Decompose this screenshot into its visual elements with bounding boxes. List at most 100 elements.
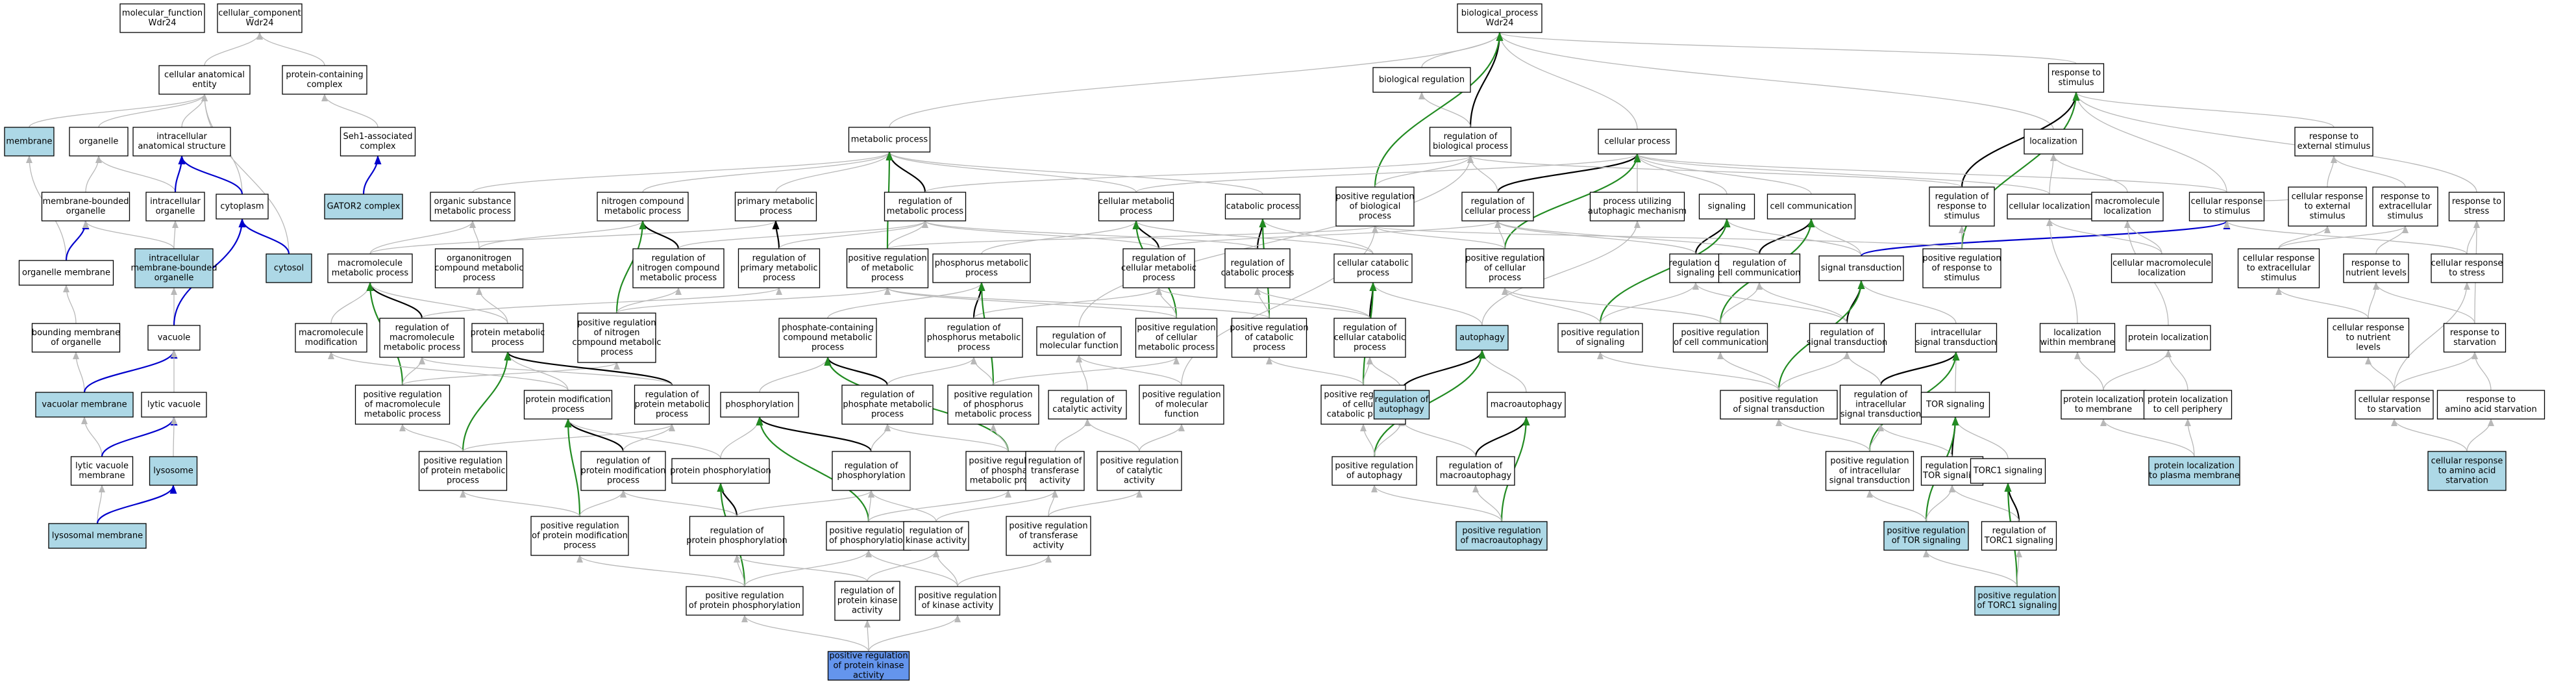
term-node-lysosome[interactable]: lysosome [149, 456, 198, 486]
term-node-catab[interactable]: catabolic process [1224, 194, 1301, 220]
term-node-gator2[interactable]: GATOR2 complex [324, 194, 403, 220]
term-node-vacmem[interactable]: vacuolar membrane [35, 392, 134, 418]
term-node-macroautophagy[interactable]: macroautophagy [1487, 392, 1566, 418]
term-node-breg[interactable]: biological regulation [1372, 67, 1471, 93]
term-node-orgmem[interactable]: organelle membrane [18, 260, 114, 286]
term-node-cellcomm[interactable]: cell communication [1766, 194, 1856, 220]
term-node-organelle[interactable]: organelle [69, 127, 129, 157]
term-node-signaling[interactable]: signaling [1698, 194, 1755, 220]
term-node-lysmem[interactable]: lysosomal membrane [48, 523, 147, 549]
term-node-protphos[interactable]: protein phosphorylation [670, 458, 771, 484]
term-node-cellloc[interactable]: cellular localization [2007, 194, 2092, 220]
term-node-phosphorylation[interactable]: phosphorylation [720, 392, 799, 418]
term-node-cytoplasm[interactable]: cytoplasm [216, 194, 269, 220]
term-node-autophagy[interactable]: autophagy [1455, 325, 1509, 351]
term-node-metab[interactable]: metabolic process [848, 127, 931, 153]
term-node-vacuole[interactable]: vacuole [147, 325, 201, 351]
term-node-sigtrans[interactable]: signal transduction [1818, 255, 1904, 281]
term-node-lytvac[interactable]: lytic vacuole [141, 392, 207, 418]
